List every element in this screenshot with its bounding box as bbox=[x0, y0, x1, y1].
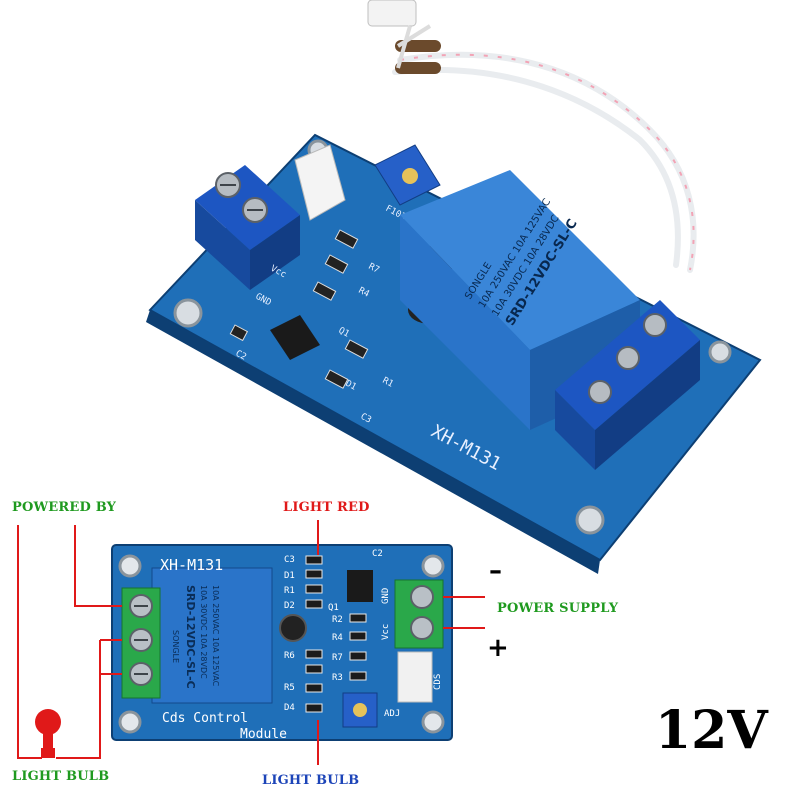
plus-sign: + bbox=[487, 633, 509, 663]
bottom-silkscreen: C3 D1 R1 D2 Q1 R6 R5 D4 R2 R4 R7 R3 C2 V… bbox=[284, 549, 443, 719]
svg-text:R1: R1 bbox=[381, 376, 395, 390]
top-board-photo: F103 SONGLE 10A 250VAC 10A 125VAC bbox=[146, 0, 762, 574]
light-bulb-center-label: LIGHT BULB bbox=[262, 773, 360, 788]
svg-text:Vcc: Vcc bbox=[381, 624, 391, 640]
sensor-connector bbox=[367, 0, 417, 27]
relay-line: SRD-12VDC-SL-C bbox=[184, 585, 197, 689]
svg-text:Q1: Q1 bbox=[337, 326, 351, 340]
bottom-relay: 10A 250VAC 10A 125VAC 10A 30VDC 10A 28VD… bbox=[151, 567, 273, 704]
top-terminal-3pin bbox=[555, 300, 700, 470]
svg-text:D2: D2 bbox=[284, 601, 295, 611]
mounting-hole bbox=[421, 554, 445, 578]
svg-text:D1: D1 bbox=[344, 379, 358, 393]
svg-text:C3: C3 bbox=[359, 412, 373, 426]
bottom-model-label: XH-M131 bbox=[160, 556, 223, 574]
svg-text:GND: GND bbox=[381, 588, 391, 604]
top-terminal-2pin bbox=[195, 165, 300, 290]
svg-text:R7: R7 bbox=[332, 653, 343, 663]
top-ic-chip bbox=[270, 315, 320, 360]
svg-text:D4: D4 bbox=[284, 703, 295, 713]
svg-text:D1: D1 bbox=[284, 571, 295, 581]
bottom-terminal-3pin bbox=[121, 587, 161, 699]
top-smd-parts bbox=[229, 229, 369, 389]
top-jst-connector bbox=[294, 144, 346, 221]
light-bulb-left-label: LIGHT BULB bbox=[12, 769, 110, 784]
photoresistor bbox=[395, 24, 441, 74]
mounting-hole bbox=[575, 505, 605, 535]
bottom-smd-parts bbox=[305, 555, 367, 713]
svg-text:R4: R4 bbox=[332, 633, 343, 643]
light-red-label: LIGHT RED bbox=[283, 500, 370, 515]
bottom-ic-chip bbox=[347, 570, 373, 602]
relay-line: 10A 30VDC 10A 28VDC bbox=[199, 585, 208, 679]
svg-text:C3: C3 bbox=[284, 555, 295, 565]
svg-text:R2: R2 bbox=[332, 615, 343, 625]
mounting-hole bbox=[118, 710, 142, 734]
bottom-footer-line1: Cds Control bbox=[162, 711, 248, 726]
relay-line: SONGLE bbox=[171, 630, 180, 663]
voltage-label: 12V bbox=[655, 700, 768, 761]
svg-text:CDS: CDS bbox=[433, 674, 443, 690]
svg-text:R5: R5 bbox=[284, 683, 295, 693]
wiring bbox=[17, 520, 485, 765]
svg-text:10A 250VAC 10A 125VAC: 10A 250VAC 10A 125VAC 10A 30VDC 10A 28VD… bbox=[171, 585, 220, 691]
power-supply-label: POWER SUPPLY bbox=[497, 601, 619, 616]
minus-sign: – bbox=[489, 556, 502, 586]
bottom-footer-line2: Module bbox=[240, 727, 287, 742]
svg-text:R4: R4 bbox=[357, 286, 371, 300]
svg-text:R7: R7 bbox=[367, 262, 381, 276]
bottom-terminal-2pin bbox=[394, 579, 444, 649]
bottom-capacitor bbox=[279, 614, 307, 642]
svg-text:R6: R6 bbox=[284, 651, 295, 661]
bottom-cds-connector bbox=[397, 651, 433, 703]
svg-text:Q1: Q1 bbox=[328, 603, 339, 613]
mounting-hole bbox=[118, 554, 142, 578]
svg-text:R3: R3 bbox=[332, 673, 343, 683]
mounting-hole bbox=[708, 340, 732, 364]
mounting-hole bbox=[421, 710, 445, 734]
bottom-board-diagram: 10A 250VAC 10A 125VAC 10A 30VDC 10A 28VD… bbox=[17, 520, 485, 765]
sensor-cable bbox=[392, 51, 697, 273]
mounting-hole bbox=[173, 298, 203, 328]
svg-text:C2: C2 bbox=[372, 549, 383, 559]
svg-text:C2: C2 bbox=[234, 349, 248, 363]
powered-by-label: POWERED BY bbox=[12, 500, 117, 515]
svg-text:ADJ: ADJ bbox=[384, 709, 400, 719]
light-bulb-icon bbox=[35, 709, 61, 758]
svg-text:R1: R1 bbox=[284, 586, 295, 596]
relay-line: 10A 250VAC 10A 125VAC bbox=[211, 585, 220, 687]
